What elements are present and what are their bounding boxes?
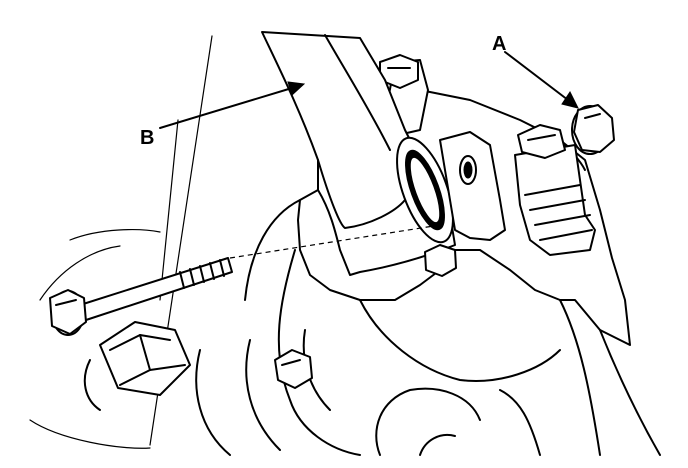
flange-nut-a	[571, 104, 615, 155]
callout-b-arrowhead	[287, 81, 306, 96]
right-stud	[514, 124, 596, 256]
clevis-bracket	[439, 131, 506, 241]
base-nut	[424, 244, 457, 277]
callout-b-leader	[159, 87, 293, 129]
callout-a-arrowhead	[561, 91, 579, 109]
lower-nut	[274, 349, 313, 389]
callout-b-label: B	[140, 127, 154, 149]
long-bolt	[49, 257, 233, 336]
upper-arm	[261, 31, 456, 276]
upper-tower	[379, 54, 429, 136]
callout-a-leader	[504, 51, 569, 101]
callout-a-label: A	[492, 33, 506, 55]
arm-bushing	[396, 136, 454, 244]
large-hex-nut	[83, 321, 191, 411]
callout-b: B	[140, 81, 306, 149]
callout-a: A	[492, 33, 579, 109]
